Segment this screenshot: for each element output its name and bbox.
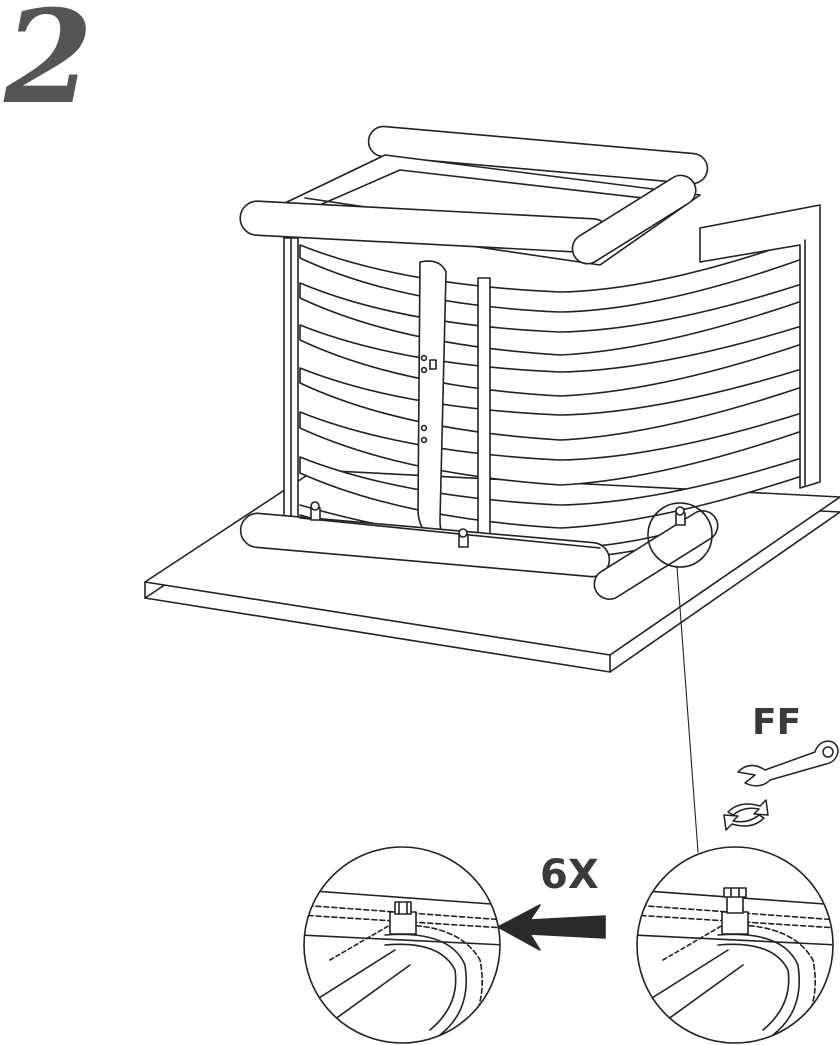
quantity-label: 6X: [540, 852, 599, 898]
detail-circle-right: [636, 846, 834, 1044]
seat-frame-top: [239, 125, 709, 266]
tool-label: FF: [752, 702, 802, 743]
detail-circle-left: [303, 846, 501, 1044]
rotate-arrows-icon: [723, 799, 769, 831]
detail-highlight-circle: [647, 502, 713, 568]
bolts: [310, 501, 686, 548]
arrow-left-icon: [497, 904, 606, 951]
wrench-icon: [737, 740, 839, 787]
seat-back-slats: [299, 237, 806, 529]
center-strap: [417, 260, 451, 541]
back-frame-right: [699, 204, 821, 489]
step-number: 2: [4, 0, 94, 133]
leader-line: [676, 566, 699, 853]
